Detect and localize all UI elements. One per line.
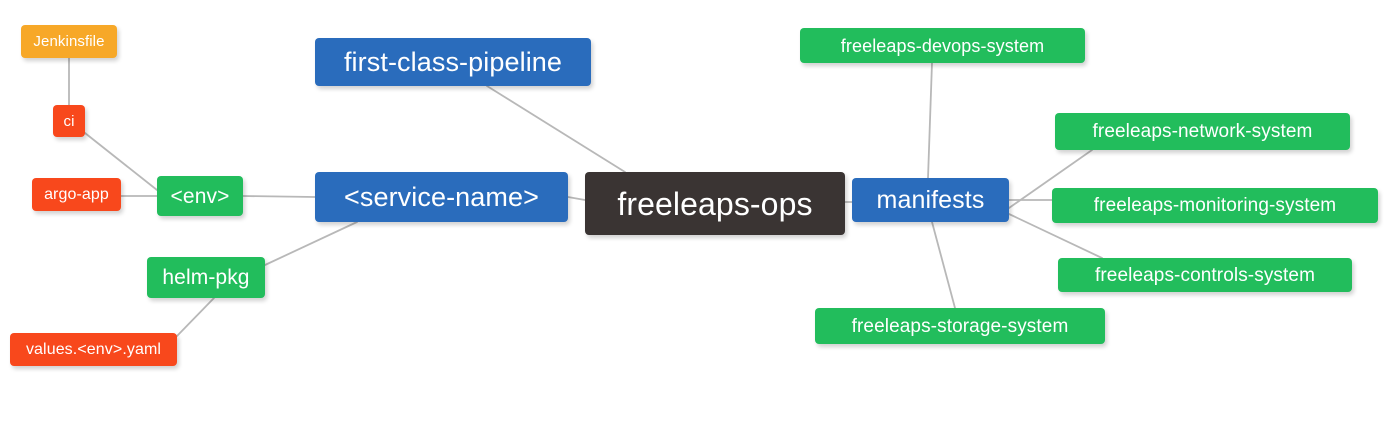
node-monitoring-system[interactable]: freeleaps-monitoring-system [1052,188,1378,223]
edge-first-class-pipeline-to-freeleaps-ops [486,85,626,173]
node-ci[interactable]: ci [53,105,85,137]
node-manifests[interactable]: manifests [852,178,1009,222]
node-network-system[interactable]: freeleaps-network-system [1055,113,1350,150]
node-helm-pkg[interactable]: helm-pkg [147,257,265,298]
edge-values-yaml-to-helm-pkg [176,297,215,337]
node-values-yaml[interactable]: values.<env>.yaml [10,333,177,366]
node-devops-system[interactable]: freeleaps-devops-system [800,28,1085,63]
node-freeleaps-ops[interactable]: freeleaps-ops [585,172,845,235]
edge-manifests-to-devops-system [927,62,933,179]
node-first-class-pipeline[interactable]: first-class-pipeline [315,38,591,86]
node-env[interactable]: <env> [157,176,243,216]
edge-manifests-to-storage-system [931,221,956,309]
node-argo-app[interactable]: argo-app [32,178,121,211]
node-controls-system[interactable]: freeleaps-controls-system [1058,258,1352,292]
edge-helm-pkg-to-service-name [264,221,358,266]
edge-service-name-to-freeleaps-ops [567,196,586,201]
node-storage-system[interactable]: freeleaps-storage-system [815,308,1105,344]
edge-env-to-service-name [242,195,316,198]
node-service-name[interactable]: <service-name> [315,172,568,222]
node-jenkinsfile[interactable]: Jenkinsfile [21,25,117,58]
